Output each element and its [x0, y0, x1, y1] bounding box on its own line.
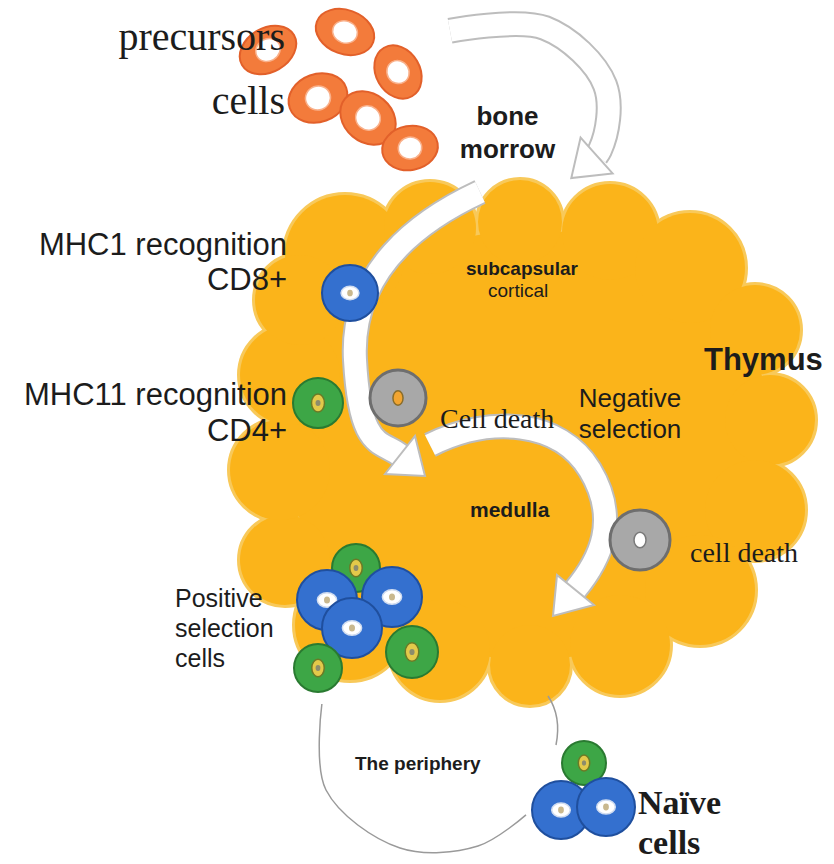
selected-cell-cluster: Positive selection cells: [172, 540, 447, 704]
thymus-lobe: [490, 625, 570, 705]
shape-group: [322, 265, 378, 321]
node-label: precursors cells: [95, 5, 285, 133]
nucleus-spot: [558, 807, 564, 814]
dead-cell: [610, 510, 670, 570]
cell-nucleus: [382, 590, 401, 604]
node-label: Positive selection cells: [175, 583, 290, 673]
cell-nucleus: [397, 135, 424, 161]
thymus-edge: [570, 595, 670, 695]
precursor-cell: [379, 121, 442, 174]
region-label: The periphery: [355, 752, 481, 776]
precursor-cell-cluster: precursors cells: [95, 5, 450, 177]
shape-group: [294, 544, 438, 692]
cell-nucleus: [597, 800, 616, 814]
precursor-cell: [309, 1, 380, 63]
nucleus-spot: [582, 760, 586, 765]
flow-arrow: [450, 24, 609, 178]
dead-cell: [370, 370, 426, 426]
connector-group: [319, 704, 526, 853]
cd8-t-cell: [577, 778, 635, 836]
cell-body: [379, 121, 442, 174]
region-label: medulla: [470, 497, 549, 523]
nucleus-spot: [409, 649, 414, 655]
cd4-t-cell: [293, 378, 343, 428]
cell-nucleus: [351, 101, 386, 136]
connector-group: [450, 24, 613, 178]
cell-body: [386, 626, 438, 678]
shape-group: [230, 180, 815, 705]
nucleus-spot: [316, 665, 321, 671]
cell-nucleus: [350, 559, 362, 576]
arrow-head: [571, 138, 612, 179]
cell-body: [294, 644, 342, 692]
cd4-t-cell: [386, 626, 438, 678]
shape-group: [610, 510, 670, 570]
thymus-lobe: [384, 182, 476, 274]
cell-body: [610, 510, 670, 570]
thymus-edge: [478, 180, 562, 264]
cell-body: [293, 378, 343, 428]
thymus-lobe: [725, 375, 815, 465]
cell-nucleus: [329, 17, 360, 46]
cell-body: [322, 265, 378, 321]
naive-cell-cluster: Naïve cells: [526, 738, 742, 864]
cell-nucleus: [312, 659, 324, 676]
shape-group: [370, 370, 426, 426]
thymus-edge: [384, 182, 476, 274]
node-label: Thymus: [704, 340, 823, 380]
thymus-edge: [490, 625, 570, 705]
cd8-t-cell: [322, 265, 378, 321]
nucleus-spot: [389, 593, 395, 600]
cell-nucleus: [302, 82, 334, 113]
shape-group: [532, 741, 635, 839]
cell-nucleus: [634, 532, 646, 548]
nucleus-spot: [316, 400, 321, 406]
cell-nucleus: [393, 391, 403, 406]
thymus-edge: [725, 375, 815, 465]
cell-nucleus: [552, 803, 571, 817]
region-label: Negative selection: [565, 383, 695, 445]
thymus-shape: Thymus MHC1 recognitionCD8+ Cell death MHC1…: [0, 178, 834, 705]
cell-body: [577, 778, 635, 836]
thymus-lobe: [570, 595, 670, 695]
node-label: Cell death: [440, 402, 554, 436]
periphery-line: [319, 704, 526, 853]
cell-body: [309, 1, 380, 63]
node-label: MHC11 recognition: [0, 378, 287, 412]
cell-nucleus: [578, 755, 589, 771]
shape-group: [293, 378, 343, 428]
cell-nucleus: [405, 643, 419, 662]
nucleus-spot: [603, 804, 609, 811]
node-sublabel: CD4+: [0, 414, 287, 448]
node-label: MHC1 recognition: [0, 228, 287, 262]
cell-nucleus: [342, 621, 361, 635]
cd8-cell: MHC1 recognitionCD8+: [0, 226, 385, 328]
node-label: Naïve cells: [638, 783, 738, 863]
connector-outline: [450, 24, 609, 178]
thymus-lobe: [478, 180, 562, 264]
cell-body: [370, 370, 426, 426]
nucleus-spot: [324, 596, 330, 603]
nucleus-spot: [349, 624, 355, 631]
nucleus-spot: [347, 290, 353, 297]
cell-nucleus: [312, 394, 325, 412]
region-label: bone morrow: [445, 100, 570, 166]
cd4-t-cell: [294, 644, 342, 692]
dying-cell: Cell death: [368, 368, 568, 440]
nucleus-spot: [354, 565, 359, 571]
cd4-cell: MHC11 recognitionCD4+: [0, 376, 350, 456]
node-label: cell death: [690, 536, 798, 570]
region-label: cortical: [488, 279, 548, 303]
node-sublabel: CD8+: [0, 263, 287, 297]
cell-nucleus: [383, 56, 414, 87]
cell-nucleus: [341, 286, 359, 299]
dying-cell: cell death: [606, 506, 821, 574]
region-label: subcapsular: [466, 257, 578, 281]
